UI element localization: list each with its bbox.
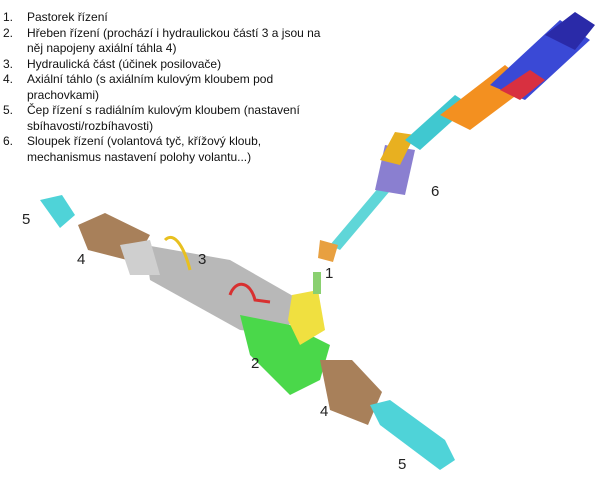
legend-num: 3. bbox=[3, 56, 14, 71]
parts-legend: 1. Pastorek řízení 2. Hřeben řízení (proch… bbox=[0, 10, 330, 165]
legend-item-2: 2. Hřeben řízení (prochází i hydraulickou… bbox=[0, 26, 330, 57]
legend-num: 6. bbox=[3, 134, 14, 148]
legend-num: 2. bbox=[3, 25, 14, 40]
legend-text: Hřeben řízení (prochází i hydraulickou č… bbox=[27, 25, 321, 56]
callout-4-left: 4 bbox=[77, 251, 85, 268]
callout-5-right: 5 bbox=[398, 456, 406, 473]
legend-text: Pastorek řízení bbox=[27, 10, 108, 24]
legend-num: 4. bbox=[3, 72, 14, 86]
legend-num: 5. bbox=[3, 103, 14, 117]
callout-5-left: 5 bbox=[22, 211, 30, 228]
callout-1: 1 bbox=[325, 265, 333, 282]
steering-column bbox=[318, 12, 595, 262]
legend-item-6: 6. Sloupek řízení (volantová tyč, křížový… bbox=[0, 134, 330, 165]
legend-text: Hydraulická část (účinek posilovače) bbox=[27, 56, 222, 71]
legend-item-3: 3. Hydraulická část (účinek posilovače) bbox=[0, 57, 330, 73]
legend-item-4: 4. Axiální táhlo (s axiálním kulovým klou… bbox=[0, 72, 330, 103]
legend-text: Čep řízení s radiálním kulovým kloubem (… bbox=[27, 103, 300, 133]
legend-text: Axiální táhlo (s axiálním kulovým kloube… bbox=[27, 72, 274, 102]
callout-6: 6 bbox=[431, 183, 439, 200]
legend-text: Sloupek řízení (volantová tyč, křížový k… bbox=[27, 134, 262, 164]
legend-item-1: 1. Pastorek řízení bbox=[0, 10, 330, 26]
steering-rack bbox=[40, 195, 455, 470]
legend-item-5: 5. Čep řízení s radiálním kulovým kloubem… bbox=[0, 103, 330, 134]
callout-4-right: 4 bbox=[320, 403, 328, 420]
legend-num: 1. bbox=[3, 10, 14, 24]
callout-2: 2 bbox=[251, 355, 259, 372]
callout-3: 3 bbox=[198, 251, 206, 268]
